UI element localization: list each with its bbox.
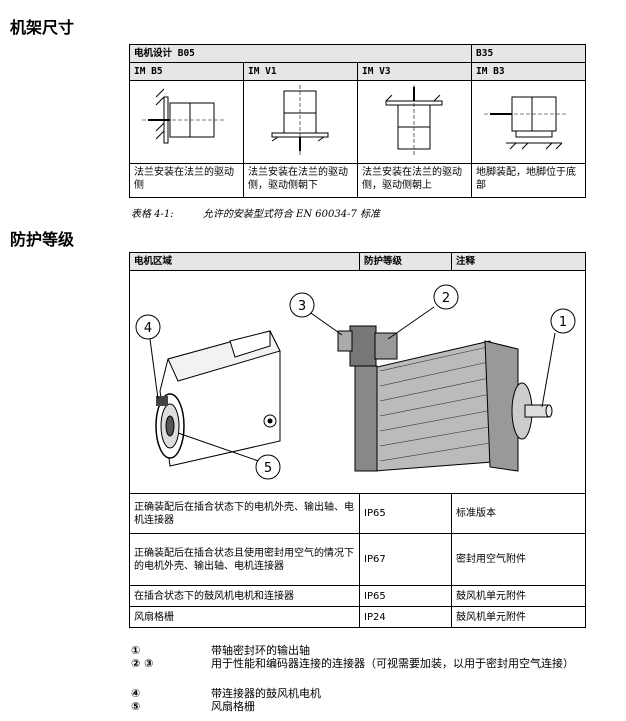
callout-1: 1 <box>550 308 576 334</box>
desc-im-v3: 法兰安装在法兰的驱动侧，驱动侧朝上 <box>357 163 472 198</box>
callout-5: 5 <box>255 454 281 480</box>
header-im-b3: IM B3 <box>471 62 586 81</box>
header-notes: 注释 <box>451 252 586 271</box>
diagram-im-b3 <box>471 80 586 164</box>
row4-note: 鼓风机单元附件 <box>451 606 586 628</box>
fan-unit-drawing <box>155 330 281 467</box>
svg-text:3: 3 <box>298 299 306 314</box>
desc-im-b5: 法兰安装在法兰的驱动侧 <box>129 163 244 198</box>
legend-text: 风扇格栅 <box>211 700 255 713</box>
legend-text: 带连接器的鼓风机电机 <box>211 687 321 700</box>
legend-num: ① <box>131 644 141 657</box>
row1-area: 正确装配后在插合状态下的电机外壳、输出轴、电机连接器 <box>129 493 360 534</box>
caption-number: 表格 4-1: <box>131 209 174 220</box>
callout-3: 3 <box>289 292 315 318</box>
legend-num: ② ③ <box>131 657 154 670</box>
section-title-frame: 机架尺寸 <box>10 18 75 37</box>
row4-area: 风扇格栅 <box>129 606 360 628</box>
header-protection-class: 防护等级 <box>359 252 452 271</box>
header-im-b5: IM B5 <box>129 62 244 81</box>
desc-im-v1: 法兰安装在法兰的驱动侧，驱动侧朝下 <box>243 163 358 198</box>
caption-text: 允许的安装型式符合 EN 60034-7 标准 <box>202 209 380 220</box>
desc-im-b3: 地脚装配，地脚位于底部 <box>471 163 586 198</box>
row3-ip: IP65 <box>359 585 452 607</box>
diagram-im-v3 <box>357 80 472 164</box>
svg-text:5: 5 <box>264 461 272 476</box>
row3-area: 在插合状态下的鼓风机电机和连接器 <box>129 585 360 607</box>
diagram-im-v1 <box>243 80 358 164</box>
row4-ip: IP24 <box>359 606 452 628</box>
header-im-v3: IM V3 <box>357 62 472 81</box>
svg-text:2: 2 <box>442 291 450 306</box>
legend-text: 带轴密封环的输出轴 <box>211 644 310 657</box>
callout-4: 4 <box>135 314 161 340</box>
row3-note: 鼓风机单元附件 <box>451 585 586 607</box>
svg-text:1: 1 <box>559 315 567 330</box>
legend-text: 用于性能和编码器连接的连接器（可视需要加装，以用于密封用空气连接） <box>211 657 574 670</box>
table-caption: 表格 4-1: 允许的安装型式符合 EN 60034-7 标准 <box>131 205 380 220</box>
header-b35: B35 <box>471 44 586 63</box>
row2-ip: IP67 <box>359 533 452 586</box>
row2-area: 正确装配后在插合状态且使用密封用空气的情况下的电机外壳、输出轴、电机连接器 <box>129 533 360 586</box>
row1-note: 标准版本 <box>451 493 586 534</box>
motor-drawing <box>337 325 553 472</box>
protection-table: 电机区域 防护等级 注释 <box>129 252 586 628</box>
diagram-im-b5 <box>129 80 244 164</box>
section-title-protection: 防护等级 <box>10 230 75 249</box>
row2-note: 密封用空气附件 <box>451 533 586 586</box>
row1-ip: IP65 <box>359 493 452 534</box>
legend-num: ⑤ <box>131 700 141 713</box>
svg-text:4: 4 <box>144 321 152 336</box>
mounting-table: 电机设计 B05 B35 IM B5 IM V1 IM V3 IM B3 <box>129 44 586 198</box>
header-motor-area: 电机区域 <box>129 252 360 271</box>
header-motor-design: 电机设计 B05 <box>129 44 472 63</box>
motor-illustration: 1 2 3 4 5 <box>129 270 586 494</box>
header-im-v1: IM V1 <box>243 62 358 81</box>
legend-num: ④ <box>131 687 141 700</box>
callout-2: 2 <box>433 284 459 310</box>
